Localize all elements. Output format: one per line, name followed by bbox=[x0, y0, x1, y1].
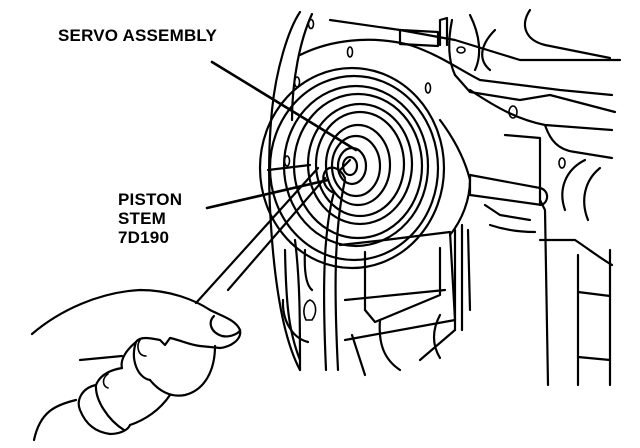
servo-assembly-leader-line bbox=[210, 60, 358, 152]
servo-assembly-label: SERVO ASSEMBLY bbox=[58, 26, 217, 45]
transmission-case bbox=[267, 8, 622, 387]
piston-stem-leader-line bbox=[205, 178, 330, 210]
servo-assembly-label-line: SERVO ASSEMBLY bbox=[58, 26, 217, 45]
piston-stem-label: PISTON STEM 7D190 bbox=[118, 190, 182, 247]
piston-stem-label-line-1: PISTON bbox=[118, 190, 183, 209]
hand bbox=[30, 288, 242, 442]
piston-stem-part-number: 7D190 bbox=[118, 228, 170, 247]
wrench-tool bbox=[194, 158, 352, 372]
piston-stem-label-line-2: STEM bbox=[118, 209, 167, 228]
